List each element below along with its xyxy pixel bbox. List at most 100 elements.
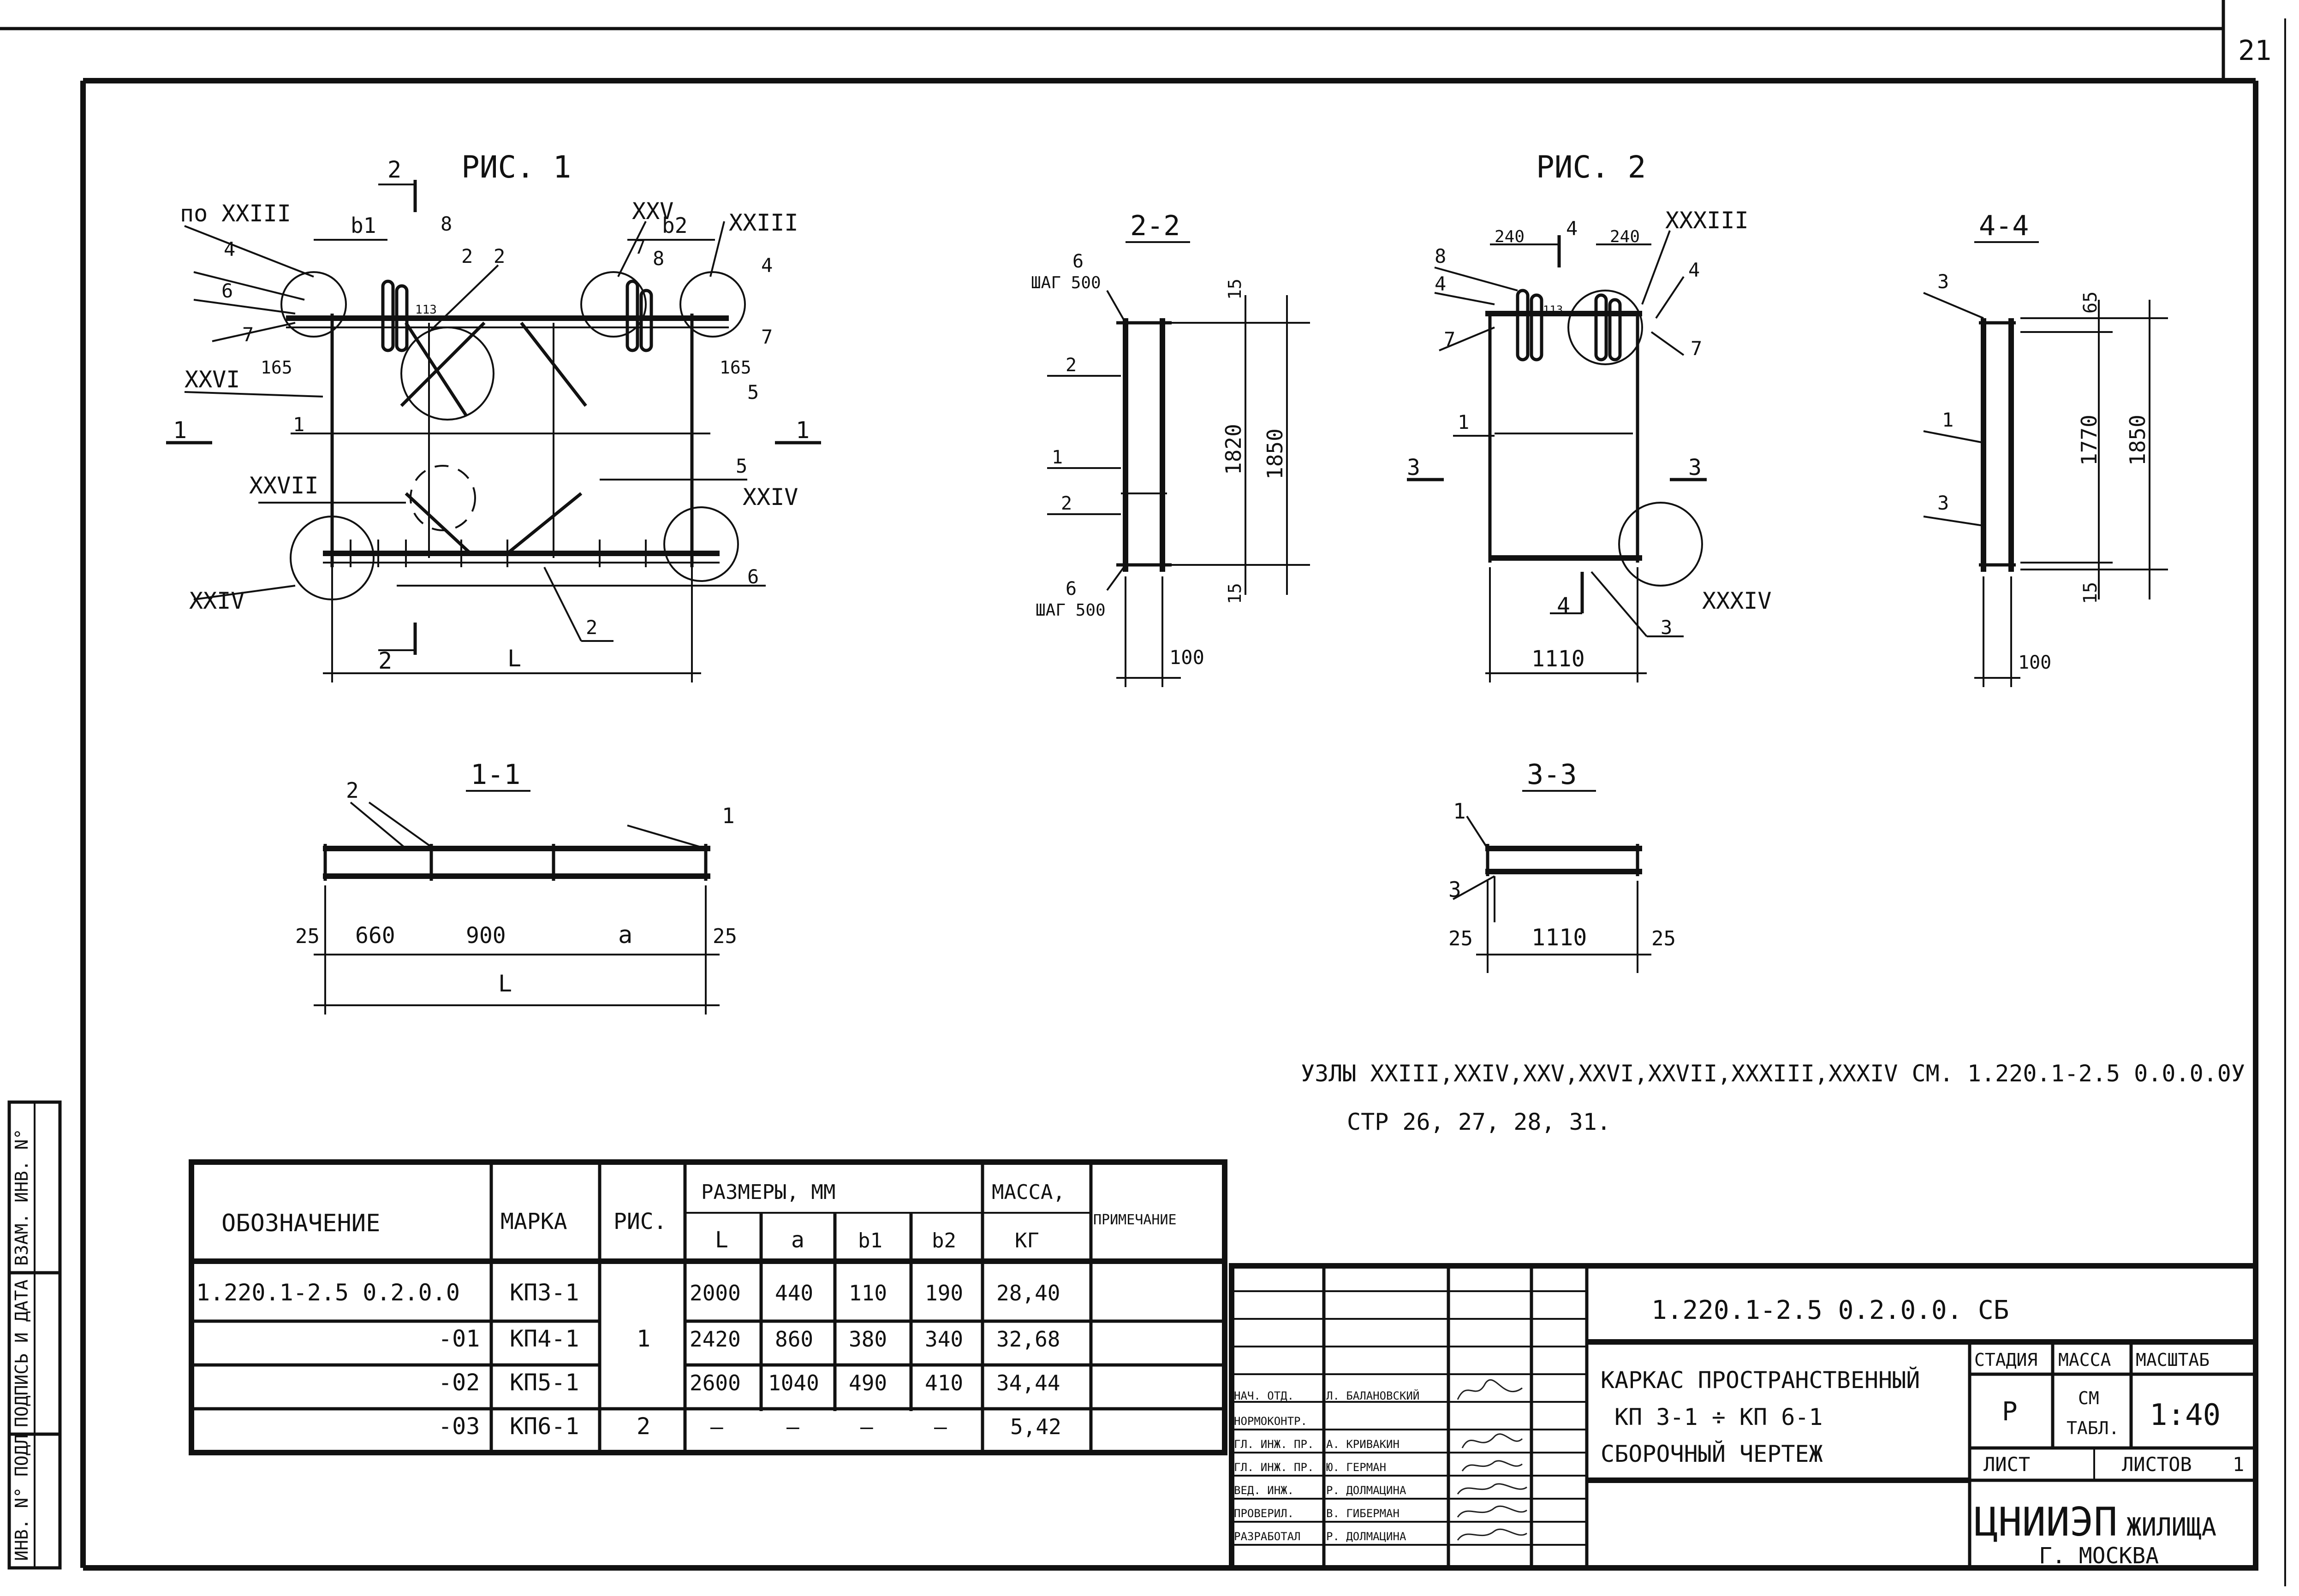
sheet-label: ЛИСТ [1983,1453,2030,1476]
staff-role: ВЕД. ИНЖ. [1234,1484,1294,1497]
scale-value: 1:40 [2150,1398,2221,1432]
fig1-node-ref-2: XXV [632,198,673,225]
sec22-leader-2: ШАГ 500 [1031,273,1101,292]
staff-name: А. КРИВАКИН [1326,1438,1400,1451]
fig1-section-2b: 2 [378,647,392,674]
sec44-title: 4-4 [1979,210,2029,242]
fig2-dim-3: 113 [1543,303,1563,316]
spec-cell-mass: 5,42 [1010,1414,1061,1439]
signature-mark [1457,1528,1527,1541]
stage-label: СТАДИЯ [1974,1350,2037,1370]
spec-cell-mark: КП4-1 [510,1325,579,1352]
spec-cell-b1: 110 [849,1281,887,1305]
fig2-leader-6: 4 [1688,259,1700,281]
spec-cell-mass: 34,44 [996,1371,1060,1395]
fig1-leader-6: 2 [494,245,505,267]
spec-header-mark: МАРКА [500,1209,567,1234]
sec11-dim-1: 25 [295,925,320,948]
spec-cell-mass: 32,68 [996,1327,1060,1352]
sec22-dim-2: 1820 [1221,424,1246,475]
spec-header-sizes: РАЗМЕРЫ, ММ [701,1181,835,1204]
spec-fig-group-1: 1 [637,1325,650,1352]
staff-row: ГЛ. ИНЖ. ПР. Ю. ГЕРМАН [1234,1461,1386,1474]
fig2-dim-1: 240 [1495,227,1525,246]
fig2-leader-2: 4 [1435,273,1446,295]
spec-cell-b1: — [860,1414,873,1439]
staff-name: Р. ДОЛМАЦИНА [1326,1530,1406,1543]
side-stamp-label-1: ИНВ. N° ПОДЛ [12,1434,32,1561]
general-note: УЗЛЫ XXIII,XXIV,XXV,XXVI,XXVII,XXXIII,XX… [1301,1060,2245,1135]
section-2-2: 2-2 6 ШАГ 500 2 1 2 6 ШАГ 500 15 1820 18… [1031,210,1310,687]
side-stamp: ИНВ. N° ПОДЛ ПОДПИСЬ И ДАТА ВЗАМ. ИНВ. N… [7,1100,62,1570]
fig1-node-ref-3: XXIII [729,209,798,236]
staff-name: Ю. ГЕРМАН [1326,1461,1386,1474]
sec11-leader-1: 2 [346,778,359,803]
spec-header-a: a [791,1227,804,1253]
fig2-node-ref-2: XXXIV [1702,587,1772,614]
spec-cell-mark: КП3-1 [510,1279,579,1306]
fig1-leader-12: 1 [293,413,304,436]
fig1-dim-2: 165 [720,357,751,378]
fig2-section-4: 4 [1557,593,1570,619]
spec-cell-b2: 410 [925,1371,963,1395]
fig1-leader-9: b2 [662,213,687,238]
spec-cell-a: 860 [775,1327,813,1352]
fig2-leader-4: 1 [1458,411,1469,433]
fig1-dim-L: L [507,645,521,672]
fig1-dim-3: 113 [415,303,437,317]
fig1-leader-16: 2 [461,245,473,267]
section-1-1: 1-1 2 1 25 660 900 a 25 L [295,759,737,1015]
spec-cell-a: — [786,1414,799,1439]
fig1-leader-7: 7 [634,236,646,258]
fig1-node-ref-1: по XXIII [180,200,291,227]
spec-cell-designation: -01 [438,1325,480,1352]
fig2-plan: РИС. 2 XXXIII XXXIV 8 4 7 [1407,149,1772,682]
sec11-dim-L: L [498,970,512,997]
fig1-section-2a: 2 [387,156,401,183]
staff-role: НАЧ. ОТД. [1234,1389,1294,1402]
signature-mark [1461,1460,1523,1471]
fig1-leader-8: 8 [653,247,664,270]
fig2-leader-3: 7 [1444,328,1455,350]
staff-row: РАЗРАБОТАЛ Р. ДОЛМАЦИНА [1234,1530,1406,1543]
fig1-plan: РИС. 1 [166,149,821,682]
mass-label: МАССА [2058,1350,2111,1370]
spec-cell-mass: 28,40 [996,1281,1060,1305]
spec-row: -01 КП4-1 2420 860 380 340 32,68 [438,1325,1060,1352]
fig1-leader-2: 6 [221,279,233,302]
sec22-dim-3: 1850 [1263,428,1287,480]
fig1-leader-17: 2 [586,616,597,639]
sec33-dim-3: 25 [1651,927,1676,950]
spec-row: 1.220.1-2.5 0.2.0.0 КП3-1 2000 440 110 1… [196,1279,1060,1306]
spec-cell-L: 2000 [690,1281,741,1305]
organization-suffix: ЖИЛИЩА [2126,1513,2216,1542]
drawing-title-line-3: СБОРОЧНЫЙ ЧЕРТЕЖ [1601,1440,1823,1467]
title-block: 1.220.1-2.5 0.2.0.0. СБ КАРКАС ПРОСТРАНС… [1229,1263,2258,1571]
mass-value-2: ТАБЛ. [2067,1418,2119,1438]
sheets-label: ЛИСТОВ [2122,1453,2192,1476]
sec11-dim-3: 900 [466,923,506,949]
sec33-dim-2: 1110 [1531,924,1587,951]
fig1-node-ref-5: XXVII [249,472,319,499]
spec-cell-designation: -03 [438,1413,480,1440]
staff-row: ВЕД. ИНЖ. Р. ДОЛМАЦИНА [1234,1484,1406,1497]
fig2-dim-2: 240 [1610,227,1640,246]
sec44-dim-5: 100 [2018,652,2051,673]
fig2-title: РИС. 2 [1536,149,1646,185]
spec-cell-designation: -02 [438,1369,480,1396]
fig1-leader-4: b1 [351,213,376,238]
note-line-2: СТР 26, 27, 28, 31. [1347,1109,1611,1135]
fig2-node-ref-1: XXXIII [1665,207,1749,234]
fig1-leader-15: 6 [747,565,759,588]
sec44-dim-2: 1770 [2077,415,2102,466]
spec-header-b2: b2 [932,1229,956,1252]
spec-cell-mark: КП6-1 [510,1413,579,1440]
sec33-leader-1: 1 [1453,799,1466,824]
spec-row: -02 КП5-1 2600 1040 490 410 34,44 [438,1369,1060,1396]
sec22-dim-4: 15 [1225,583,1245,604]
spec-row: -03 КП6-1 — — — — 5,42 [438,1413,1061,1440]
spec-header-L: L [715,1227,728,1253]
fig1-dim-1: 165 [261,357,292,378]
